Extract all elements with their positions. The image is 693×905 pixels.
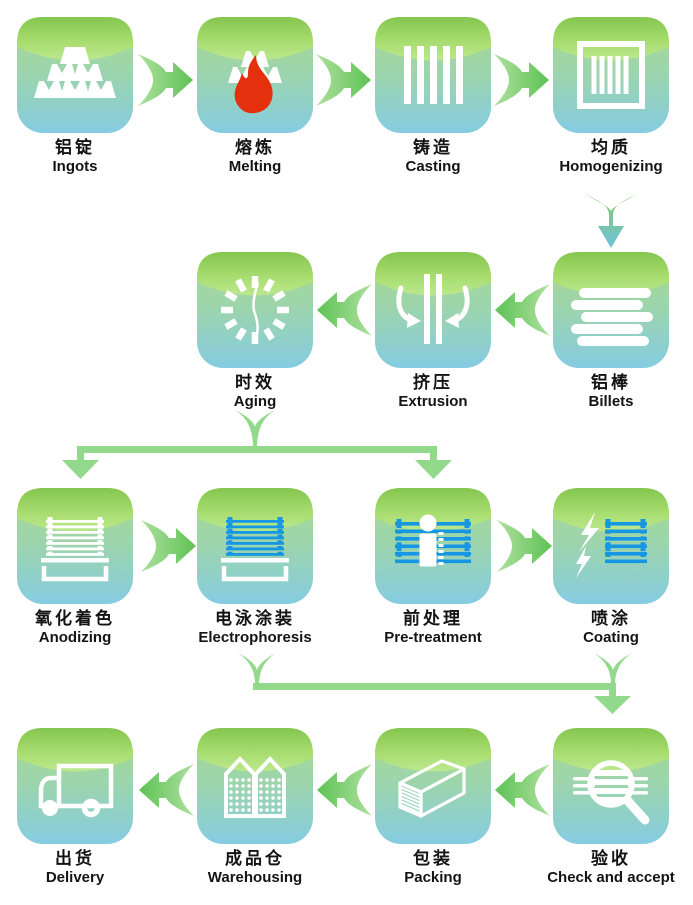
- tile-casting: [375, 17, 491, 133]
- vertical-bars-icon: [404, 46, 463, 104]
- node-label: 成品仓 Warehousing: [207, 849, 303, 887]
- magnifier-inspection-icon: [573, 760, 650, 825]
- node-label: 时效 Aging: [233, 373, 277, 411]
- tile-homogenizing: [553, 17, 669, 133]
- right-arrow-icon: [138, 54, 193, 106]
- spray-rack-icon: [576, 512, 647, 578]
- merge-connector: [238, 653, 632, 714]
- branch-connector: [62, 410, 452, 479]
- extrusion-die-icon: [396, 274, 470, 344]
- tile-electrophoresis: [197, 488, 313, 604]
- tile-ingots: [17, 17, 133, 133]
- tile-warehousing: [197, 728, 313, 844]
- node-label: 铝锭 Ingots: [52, 138, 98, 176]
- right-arrow-icon: [141, 520, 196, 572]
- tile-packing: [375, 728, 491, 844]
- left-arrow-icon: [139, 764, 194, 816]
- lightning-icon: [576, 512, 599, 578]
- node-label: 包装 Packing: [404, 849, 462, 887]
- flame-furnace-icon: [228, 51, 282, 114]
- node-extrusion: 挤压 Extrusion: [375, 252, 491, 410]
- node-anodizing: 氧化着色 Anodizing: [17, 488, 133, 646]
- node-label: 均质 Homogenizing: [559, 138, 663, 176]
- coated-rack-tank-icon: [221, 517, 289, 582]
- tile-billets: [553, 252, 669, 368]
- node-label: 熔炼 Melting: [228, 138, 282, 176]
- node-ingots: 铝锭 Ingots: [17, 17, 133, 175]
- node-label: 铸造 Casting: [405, 138, 461, 176]
- tile-extrusion: [375, 252, 491, 368]
- right-arrow-icon: [494, 54, 549, 106]
- node-label: 喷涂 Coating: [583, 609, 639, 647]
- left-arrow-icon: [317, 284, 372, 336]
- node-electrophoresis: 电泳涂装 Electrophoresis: [197, 488, 313, 646]
- tile-delivery: [17, 728, 133, 844]
- tile-check-and-accept: [553, 728, 669, 844]
- node-packing: 包装 Packing: [375, 728, 491, 886]
- right-arrow-icon: [316, 54, 371, 106]
- right-arrow-icon: [497, 520, 552, 572]
- down-arrowhead-icon: [415, 460, 452, 479]
- clock-icon: [221, 276, 289, 344]
- node-aging: 时效 Aging: [197, 252, 313, 410]
- node-homogenizing: 均质 Homogenizing: [553, 17, 669, 175]
- node-label: 前处理 Pre-treatment: [384, 609, 482, 647]
- node-label: 验收 Check and accept: [547, 849, 675, 887]
- node-check-and-accept: 验收 Check and accept: [547, 728, 675, 886]
- operator-rack-icon: [395, 514, 471, 567]
- container-box-icon: [398, 759, 466, 818]
- tile-coating: [553, 488, 669, 604]
- down-arrow-icon: [585, 194, 637, 248]
- tile-aging: [197, 252, 313, 368]
- truck-icon: [38, 763, 114, 818]
- left-arrow-icon: [495, 764, 550, 816]
- node-casting: 铸造 Casting: [375, 17, 491, 175]
- node-pretreatment: 前处理 Pre-treatment: [375, 488, 491, 646]
- node-melting: 熔炼 Melting: [197, 17, 313, 175]
- tile-pretreatment: [375, 488, 491, 604]
- billet-stack-icon: [571, 288, 653, 346]
- profile-rack-tank-icon: [41, 517, 109, 582]
- ingot-pyramid-icon: [34, 47, 116, 98]
- node-label: 出货 Delivery: [45, 849, 105, 887]
- down-arrowhead-icon: [62, 460, 99, 479]
- node-warehousing: 成品仓 Warehousing: [197, 728, 313, 886]
- node-label: 挤压 Extrusion: [398, 373, 468, 411]
- node-delivery: 出货 Delivery: [17, 728, 133, 886]
- warehouse-buildings-icon: [224, 756, 286, 818]
- left-arrow-icon: [317, 764, 372, 816]
- tile-melting: [197, 17, 313, 133]
- node-billets: 铝棒 Billets: [553, 252, 669, 410]
- node-coating: 喷涂 Coating: [553, 488, 669, 646]
- node-label: 氧化着色 Anodizing: [35, 609, 115, 647]
- node-label: 电泳涂装 Electrophoresis: [198, 609, 312, 647]
- down-arrowhead-icon: [594, 696, 631, 714]
- node-label: 铝棒 Billets: [588, 373, 634, 411]
- tile-anodizing: [17, 488, 133, 604]
- framed-bars-icon: [577, 41, 645, 109]
- left-arrow-icon: [495, 284, 550, 336]
